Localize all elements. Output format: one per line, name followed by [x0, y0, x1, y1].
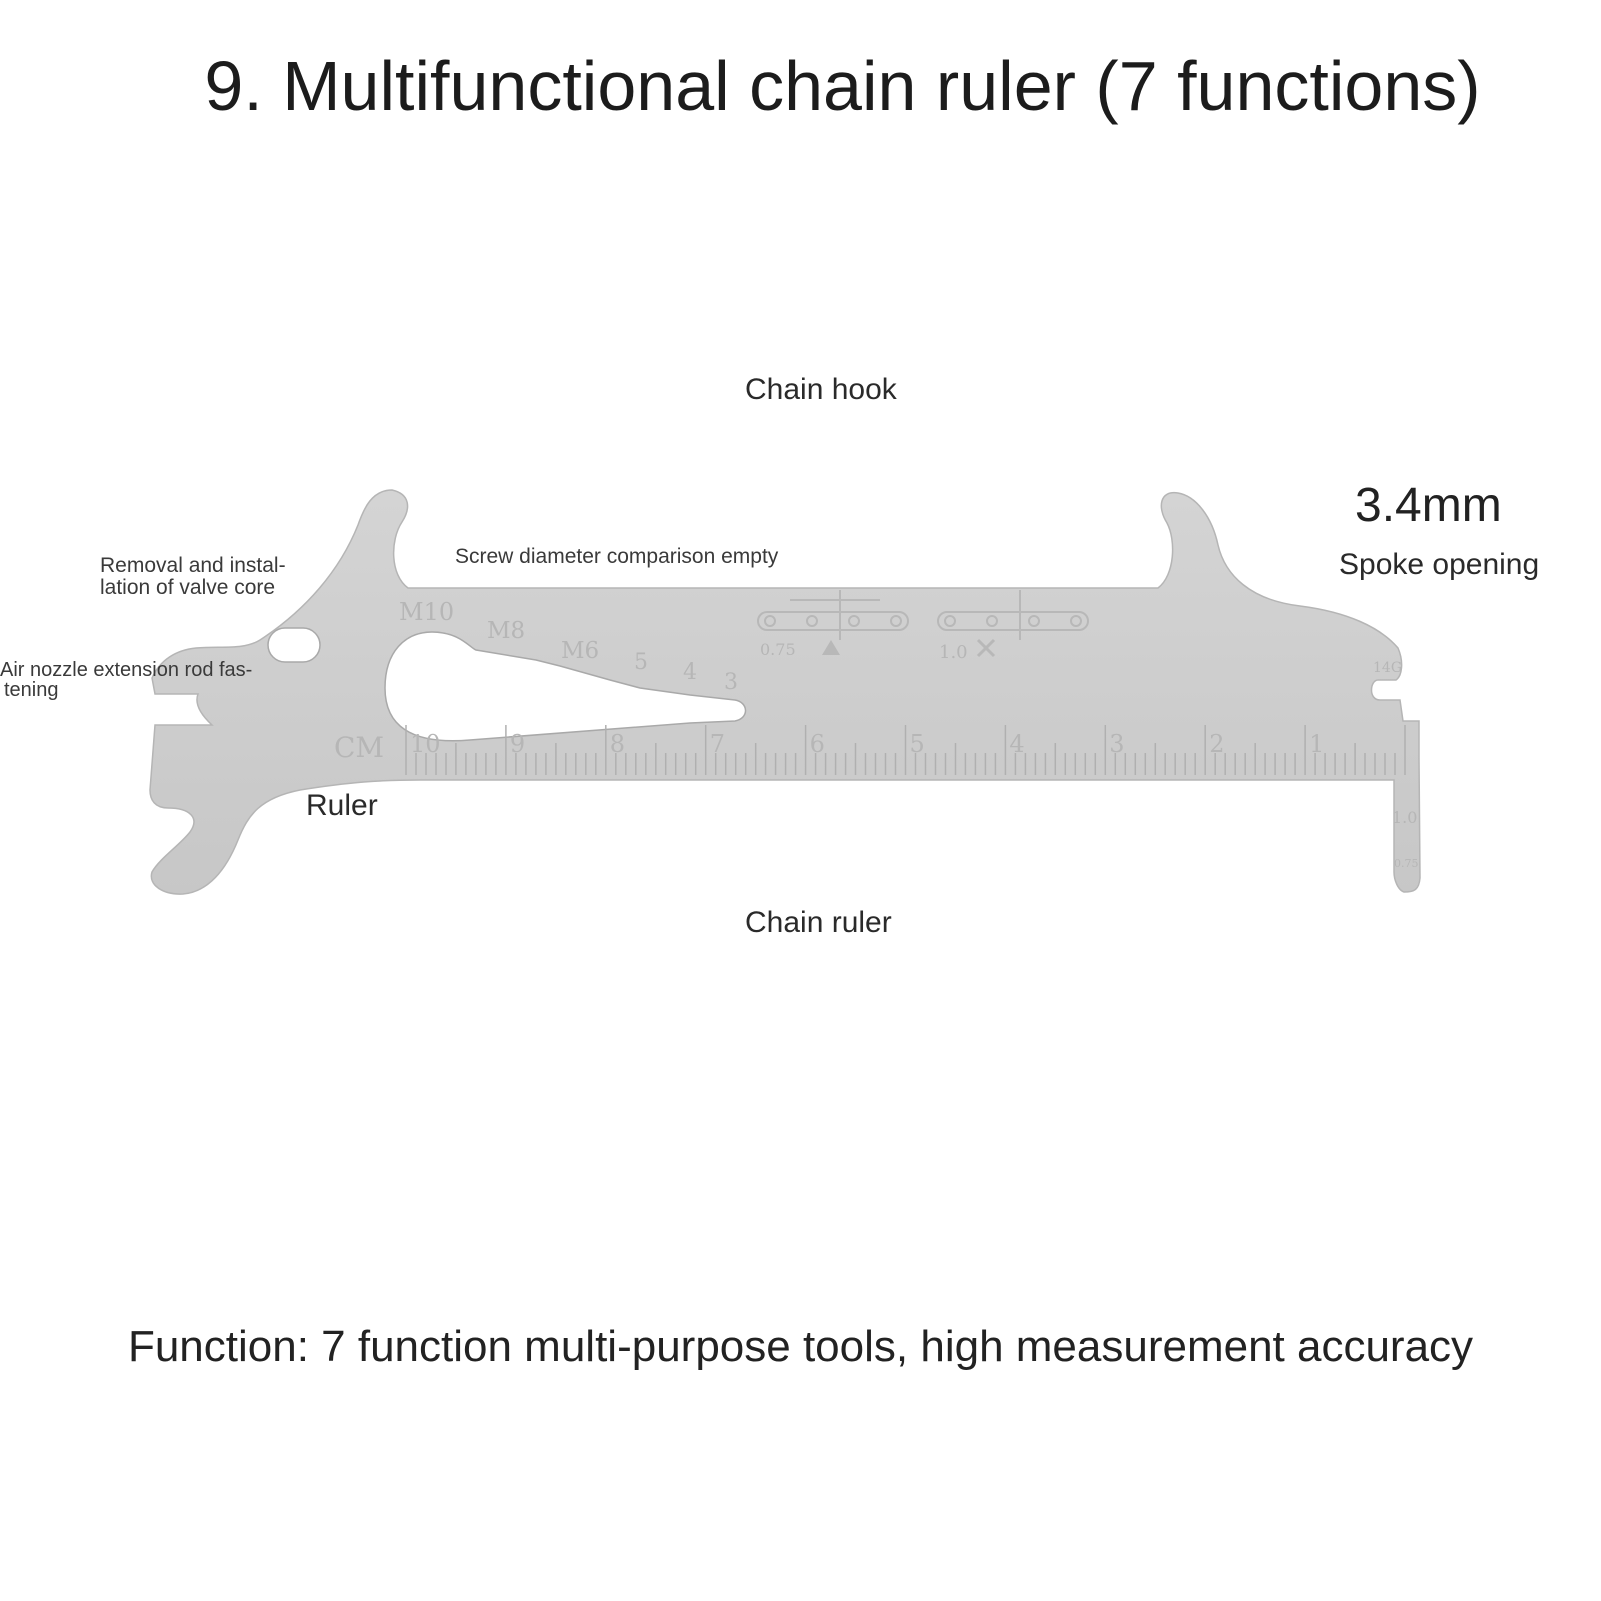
label-screw-diameter: Screw diameter comparison empty	[455, 545, 779, 568]
label-chain-ruler: Chain ruler	[745, 906, 892, 939]
ruler-scale-number: 1	[1309, 730, 1324, 758]
ruler-scale-number: 8	[610, 730, 625, 758]
label-valve-core-line2: lation of valve core	[100, 576, 276, 599]
ruler-scale-number: 4	[1009, 730, 1024, 758]
page-title: 9. Multifunctional chain ruler (7 functi…	[204, 47, 1481, 125]
engraving-hook-075: 0.75	[1394, 857, 1419, 870]
engraving-m8: M8	[487, 618, 525, 644]
screw-diameter-hole	[384, 631, 747, 742]
ruler-scale-number: 6	[810, 730, 825, 758]
cross-icon	[976, 638, 996, 658]
ruler-scale-number: 9	[510, 730, 525, 758]
ruler-scale-number: 7	[710, 730, 725, 758]
footer-description: Function: 7 function multi-purpose tools…	[127, 1322, 1474, 1371]
valve-core-slot	[267, 627, 321, 663]
engraving-cm: CM	[334, 731, 384, 764]
ruler-scale-number: 5	[910, 730, 925, 758]
engraving-14g: 14G	[1373, 660, 1402, 676]
label-air-nozzle-line1: Air nozzle extension rod fas-	[0, 659, 253, 681]
engraving-4: 4	[683, 660, 697, 685]
ruler-scale-ticks	[405, 725, 1406, 775]
engraving-wear-075: 0.75	[760, 640, 796, 659]
ruler-scale-number: 2	[1209, 730, 1224, 758]
engraving-wear-10: 1.0	[939, 642, 968, 663]
ruler-scale-numbers: 10 9 8 7 6 5 4 3 2 1	[410, 730, 1324, 758]
engraving-m10: M10	[399, 598, 454, 626]
label-spoke-size: 3.4mm	[1355, 479, 1502, 532]
ruler-scale-number: 10	[410, 730, 441, 758]
chain-link-icon-075	[757, 590, 909, 640]
label-valve-core-line1: Removal and instal-	[100, 554, 286, 577]
engraving-5: 5	[634, 650, 648, 675]
ruler-scale-number: 3	[1109, 730, 1124, 758]
engraving-3: 3	[724, 670, 738, 695]
label-ruler: Ruler	[306, 789, 378, 822]
tool-body	[149, 489, 1421, 895]
label-chain-hook: Chain hook	[745, 373, 897, 406]
label-air-nozzle-line2: tening	[4, 679, 59, 701]
engraving-hook-10: 1.0	[1392, 808, 1417, 827]
chain-link-icon-10	[937, 590, 1089, 640]
label-spoke-opening: Spoke opening	[1339, 548, 1540, 581]
engraving-m6: M6	[561, 638, 599, 664]
triangle-icon	[822, 640, 840, 655]
